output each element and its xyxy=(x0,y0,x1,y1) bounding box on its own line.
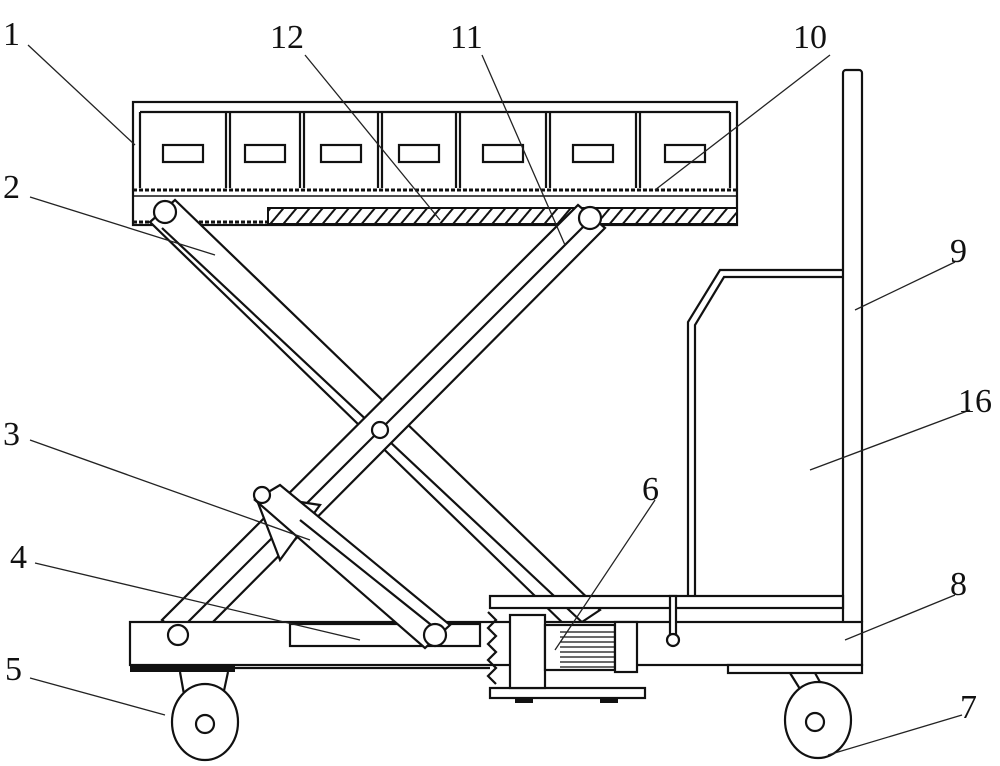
drawer-window xyxy=(319,143,363,164)
drawer-window xyxy=(243,143,287,164)
label-16: 16 xyxy=(958,383,992,420)
drawer-window xyxy=(397,143,441,164)
hydraulic-cylinder xyxy=(252,483,452,650)
rear-caster-wheel xyxy=(783,672,853,760)
drawer-window xyxy=(161,143,205,164)
storage-box xyxy=(686,268,843,598)
top-tray xyxy=(131,100,739,227)
drawer-window xyxy=(571,143,615,164)
front-caster-wheel xyxy=(170,671,240,762)
leader-lines xyxy=(27,44,971,756)
label-5: 5 xyxy=(5,651,22,688)
label-10: 10 xyxy=(793,19,827,56)
handle-post xyxy=(841,68,864,627)
drawer-window xyxy=(663,143,707,164)
motor-assembly xyxy=(486,594,845,703)
base-frame xyxy=(128,620,864,675)
label-9: 9 xyxy=(950,233,967,270)
label-4: 4 xyxy=(10,539,27,576)
label-12: 12 xyxy=(270,19,304,56)
label-6: 6 xyxy=(642,471,659,508)
label-1: 1 xyxy=(3,16,20,53)
label-11: 11 xyxy=(450,19,483,56)
drawer-window xyxy=(481,143,525,164)
label-2: 2 xyxy=(3,169,20,206)
label-8: 8 xyxy=(950,566,967,603)
label-3: 3 xyxy=(3,416,20,453)
hatched-slide-rail xyxy=(267,207,738,225)
label-7: 7 xyxy=(960,689,977,726)
